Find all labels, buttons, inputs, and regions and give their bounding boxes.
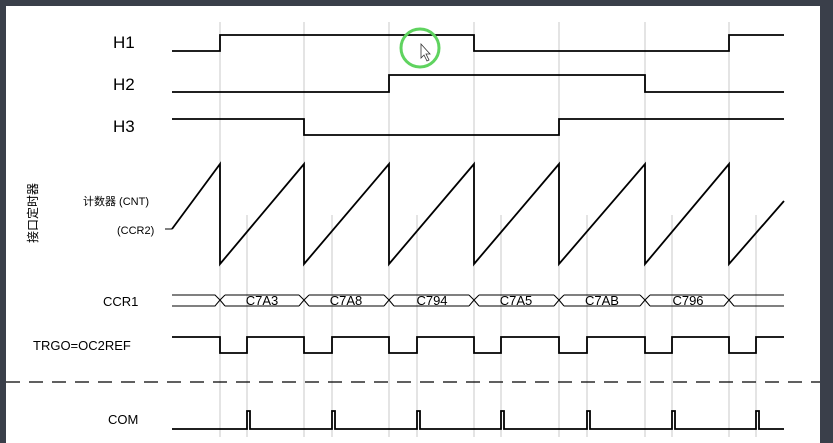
- ccr1-value: C794: [416, 293, 447, 308]
- h2-label: H2: [113, 75, 135, 94]
- h1-waveform: [172, 34, 784, 52]
- ccr1-value: C7AB: [585, 293, 619, 308]
- com-label: COM: [108, 412, 138, 427]
- h3-label: H3: [113, 117, 135, 136]
- trgo-waveform: [172, 336, 784, 354]
- ccr1-value: C796: [672, 293, 703, 308]
- h3-waveform: [172, 118, 784, 136]
- ccr2-label: (CCR2): [117, 225, 154, 237]
- counter-label: 计数器 (CNT): [83, 195, 149, 208]
- trgo-label: TRGO=OC2REF: [33, 338, 131, 353]
- ccr1-value: C7A8: [330, 293, 363, 308]
- grid-lines: [219, 22, 757, 437]
- ccr1-value: C7A3: [246, 293, 279, 308]
- ccr1-bus: [172, 294, 784, 307]
- interface-timer-label: 接口定时器: [25, 183, 40, 243]
- counter-sawtooth: [171, 161, 785, 267]
- timing-diagram-canvas: [6, 6, 820, 443]
- h1-label: H1: [113, 33, 135, 52]
- mouse-pointer-icon: [420, 42, 431, 62]
- h2-waveform: [172, 74, 784, 93]
- com-waveform: [172, 410, 784, 430]
- cursor-highlight-ring: [399, 27, 441, 69]
- ccr1-value: C7A5: [500, 293, 533, 308]
- ccr1-label: CCR1: [103, 294, 138, 309]
